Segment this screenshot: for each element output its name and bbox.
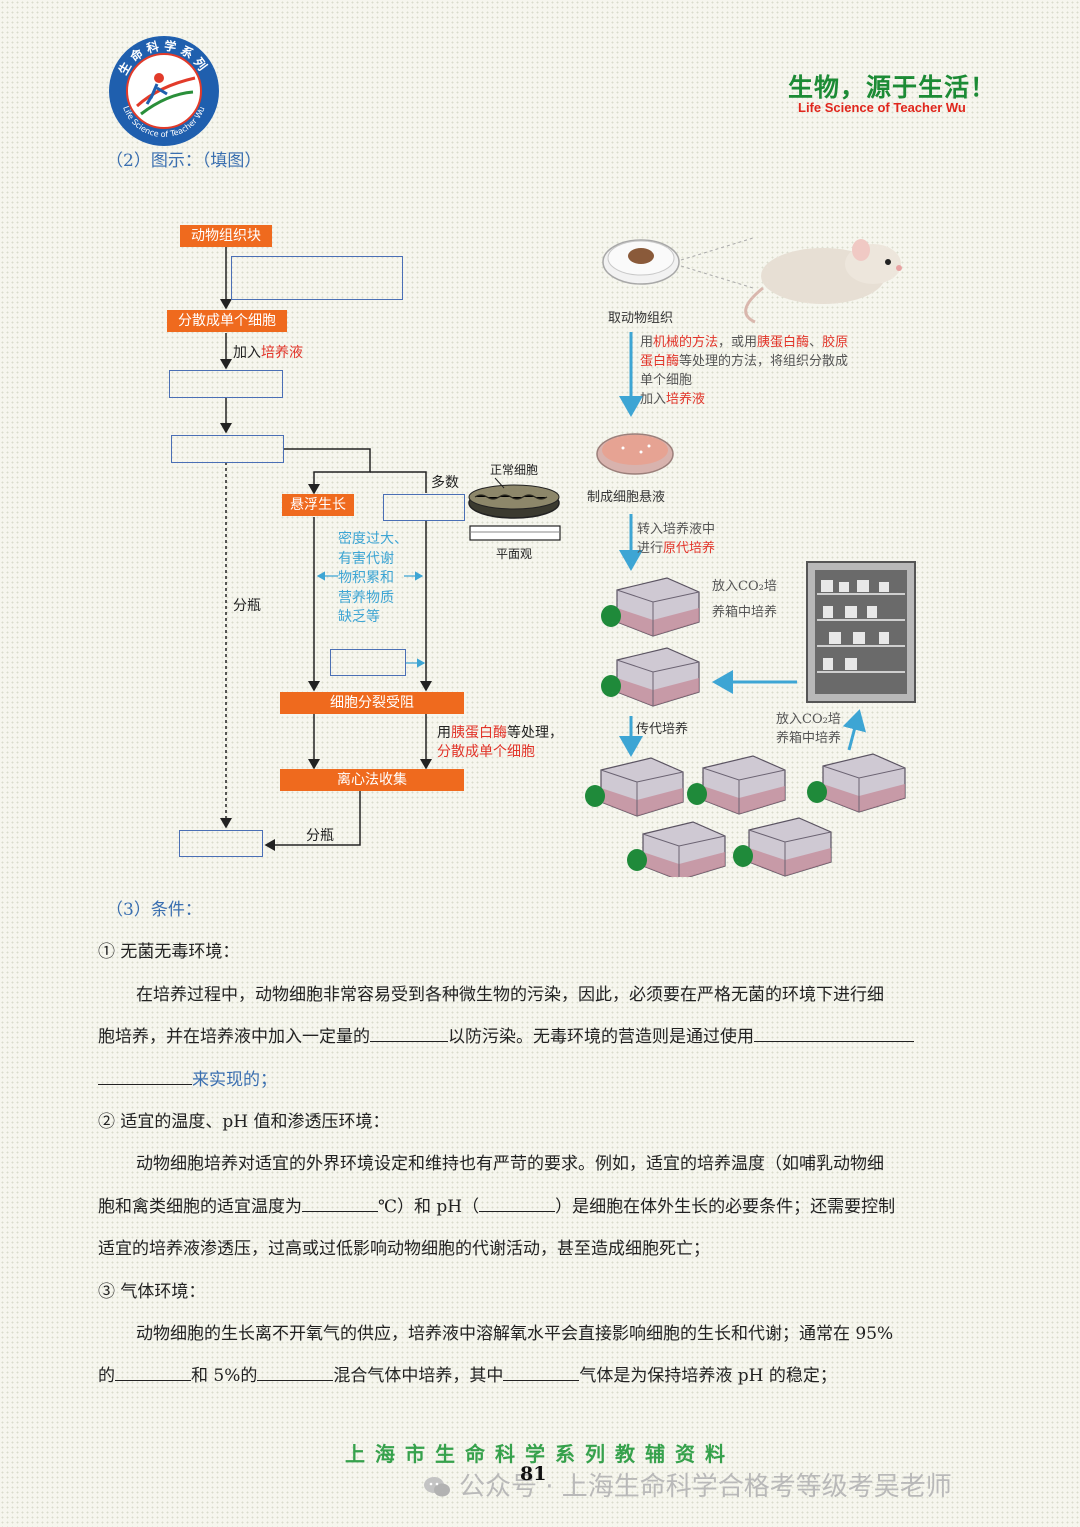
take-tissue-label: 取动物组织 (608, 311, 674, 326)
section-2-title: （2）图示：（填图） (106, 151, 262, 171)
fill-blank-nontoxic-2[interactable] (98, 1083, 192, 1085)
single-cells-box: 分散成单个细胞 (167, 310, 287, 332)
inhibit-reasons: 密度过大、 有害代谢 物积累和 营养物质 缺乏等 (338, 531, 408, 625)
blank-box-5[interactable] (330, 649, 406, 676)
blank-box-2[interactable] (169, 370, 283, 398)
fill-blank-temperature[interactable] (302, 1210, 378, 1212)
blank-box-1[interactable] (231, 256, 403, 300)
animal-tissue-box: 动物组织块 (180, 225, 272, 247)
split-left-label: 分瓶 (233, 598, 261, 614)
slogan-chinese: 生物，源于生活！ (788, 73, 997, 102)
blank-box-4[interactable] (383, 494, 465, 521)
majority-label: 多数 (431, 475, 459, 491)
incubator-label-top: 放入CO₂培 养箱中培养 (712, 579, 778, 620)
fill-blank-nontoxic-1[interactable] (754, 1040, 914, 1042)
normal-cells-label: 正常细胞 (490, 463, 539, 477)
c1-line-2: 胞培养，并在培养液中加入一定量的以防污染。无毒环境的营造则是通过使用 (98, 1022, 982, 1047)
incubator-label-bottom: 放入CO₂培 养箱中培养 (776, 712, 842, 746)
wechat-icon (423, 1475, 451, 1497)
culture-process-illustration (583, 222, 918, 881)
fill-blank-gas-3[interactable] (503, 1379, 580, 1381)
slogan-english: Life Science of Teacher Wu (798, 100, 966, 115)
blank-box-6[interactable] (179, 830, 263, 857)
c3-line-2: 的和 5%的混合气体中培养，其中气体是为保持培养液 pH 的稳定； (98, 1366, 837, 1386)
c1-line-1: 在培养过程中，动物细胞非常容易受到各种微生物的污染，因此，必须要在严格无菌的环境… (136, 985, 884, 1005)
page-number: 81 (520, 1463, 547, 1485)
c2-line-1: 动物细胞培养对适宜的外界环境设定和维持也有严苛的要求。例如，适宜的培养温度（如哺… (136, 1154, 884, 1174)
condition-2-title: ② 适宜的温度、pH 值和渗透压环境： (98, 1112, 390, 1132)
c3-line-1: 动物细胞的生长离不开氧气的供应，培养液中溶解氧水平会直接影响细胞的生长和代谢；通… (136, 1324, 894, 1344)
fill-blank-gas-1[interactable] (115, 1379, 191, 1381)
division-blocked-box: 细胞分裂受阻 (280, 692, 464, 714)
plan-view-label: 平面观 (496, 547, 533, 561)
series-logo: 生 命 科 学 系 列 Life Science of Teacher Wu (107, 34, 221, 148)
fill-blank-antibiotic[interactable] (370, 1040, 448, 1042)
trypsin-label: 用胰蛋白酶等处理， (437, 725, 563, 741)
method-description: 用机械的方法，或用胰蛋白酶、胶原 蛋白酶等处理的方法，将组织分散成 单个细胞 加… (640, 335, 849, 407)
trypsin-label-2: 分散成单个细胞 (437, 744, 535, 760)
c2-line-2: 胞和禽类细胞的适宜温度为℃）和 pH（）是细胞在体外生长的必要条件；还需要控制 (98, 1197, 896, 1217)
watermark: 公众号 · 上海生命科学合格考等级考吴老师 (423, 1466, 952, 1503)
series-footer: 上海市生命科学系列教辅资料 (345, 1442, 735, 1466)
primary-culture-label: 转入培养液中 进行原代培养 (637, 522, 716, 556)
section-3-title: （3）条件： (106, 900, 202, 920)
cell-suspension-label: 制成细胞悬液 (587, 490, 666, 505)
passage-culture-label: 传代培养 (636, 722, 689, 737)
condition-1-title: ① 无菌无毒环境： (98, 942, 240, 962)
fill-blank-ph[interactable] (479, 1210, 556, 1212)
split-bottom-label: 分瓶 (306, 828, 334, 844)
suspension-growth-box: 悬浮生长 (282, 494, 354, 516)
c1-line-3: 来实现的； (98, 1065, 982, 1090)
condition-3-title: ③ 气体环境： (98, 1282, 206, 1302)
flowchart-arrows (220, 247, 561, 851)
blank-box-3[interactable] (171, 435, 284, 463)
c2-line-3: 适宜的培养液渗透压，过高或过低影响动物细胞的代谢活动，甚至造成细胞死亡； (98, 1239, 710, 1259)
fill-blank-gas-2[interactable] (257, 1379, 334, 1381)
centrifuge-box: 离心法收集 (280, 769, 464, 791)
add-medium-label: 加入培养液 (233, 345, 303, 361)
